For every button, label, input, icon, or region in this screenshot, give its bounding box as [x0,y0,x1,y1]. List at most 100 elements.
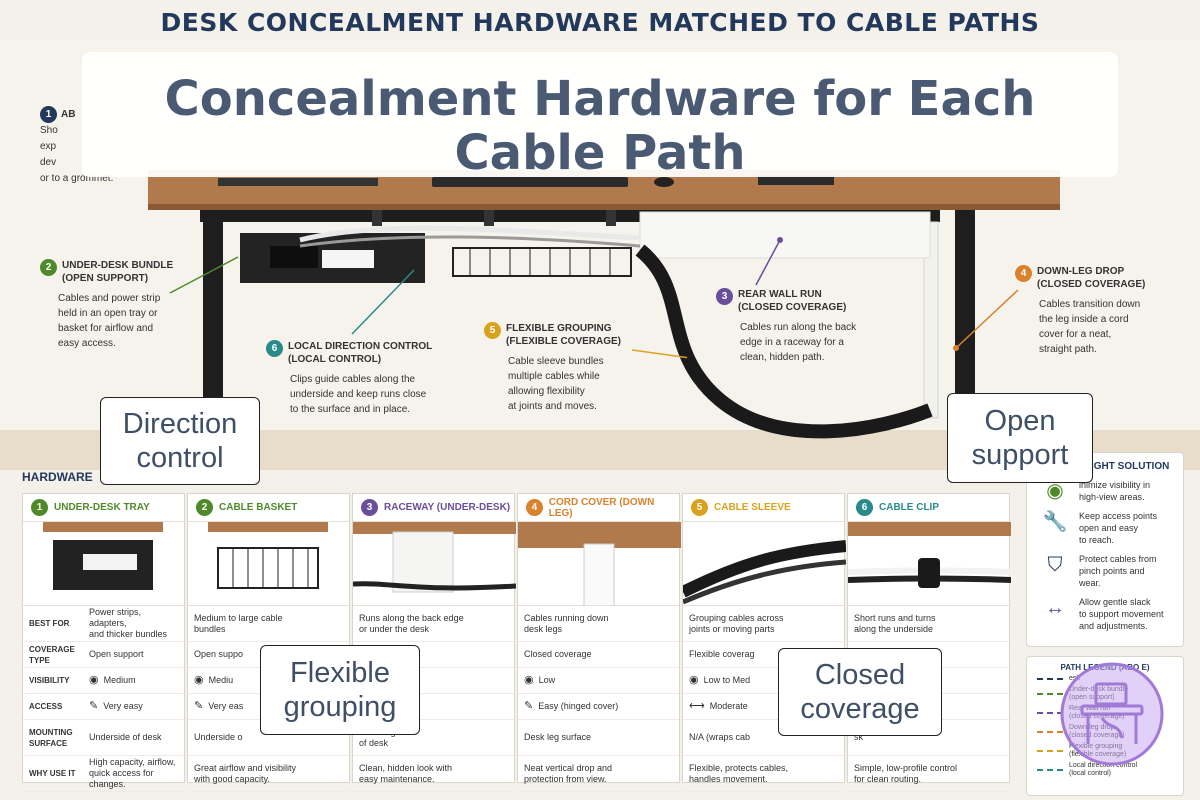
overlay-title: Concealment Hardware for Each Cable Path [164,71,1036,181]
title-overlay: Concealment Hardware for Each Cable Path [82,52,1118,181]
cell-mounting: N/A (wraps cab [683,720,844,756]
column-title: UNDER-DESK TRAY [54,502,150,513]
callout-partial-1: 1 AB Sho exp dev or to a grommet. [40,106,113,187]
row-label: BEST FOR [23,606,85,642]
eye-icon: ◉ [1046,480,1064,502]
column-header: 3 RACEWAY (UNDER-DESK) [353,494,514,522]
callout-title: REAR WALL RUN (CLOSED COVERAGE) [738,289,847,313]
right-solution-panel: IGHT SOLUTION ◉inimize visibility in hig… [1026,452,1184,647]
cell-text: Open support [89,649,144,659]
cell-text: sk [854,732,863,742]
panel-title: IGHT SOLUTION [1091,461,1170,472]
callout-line: exp [40,141,57,152]
column-title: CABLE BASKET [219,502,298,513]
row-label: WHY USE IT [23,756,85,792]
cell-text: Flexible, protects cables, handles movem… [689,762,789,784]
cell-text: Runs along the back edge or under the de… [359,612,464,634]
cord-cover [923,221,939,419]
raceway [639,211,931,259]
callout-number: 2 [40,259,57,276]
cell-text: Power strips, adapters, and thicker bund… [89,607,168,639]
column-image [188,522,349,606]
legend-label: esk [1069,675,1080,682]
cell-mounting: sk [848,720,1009,756]
legend-item: esk [1027,672,1183,683]
column-number: 6 [856,499,873,516]
cell-visibility: ◉Medium [23,668,184,694]
callout-line: dev [40,157,57,168]
row-label: MOUNTING SURFACE [23,720,85,756]
cell-best_for: Grouping cables across joints or moving … [683,606,844,642]
cell-text: Desk leg surface [524,732,592,742]
callout-line: Sho [40,125,58,136]
keyboard [432,177,628,187]
tool-icon: ✎ [194,700,204,712]
row-label: ACCESS [23,694,85,720]
column-number: 2 [196,499,213,516]
column-title: RACEWAY (UNDER-DESK) [384,502,511,513]
cell-access: ✎Very easy [23,694,184,720]
cell-text: Great airflow and visibility with good c… [194,762,297,784]
callout-number: 5 [484,322,501,339]
legend-label: Local direction control (local control) [1069,762,1138,777]
column-image [683,522,846,606]
legend-line [1037,769,1063,771]
callout-desc: Cables and power strip held in an open t… [58,293,161,349]
arrows-icon: ↔ [1045,597,1065,619]
cable-basket [452,247,632,277]
hardware-column-raceway: 3 RACEWAY (UNDER-DESK) Runs along the back… [352,493,516,792]
callout-title: FLEXIBLE GROUPING (FLEXIBLE COVERAGE) [506,323,622,347]
tip-text: Keep access points open and easy to reac… [1079,511,1158,545]
callout-title: AB [61,109,76,120]
cell-access: ⟷Moderate [683,694,844,720]
cell-text: Open suppo [194,649,244,659]
callout-number: 6 [266,340,283,357]
column-number: 3 [361,499,378,516]
cell-why: High capacity, airflow, quick access for… [23,756,184,792]
cell-why: Great airflow and visibility with good c… [188,756,349,792]
sticker-flexible-grouping: Flexible grouping [260,645,420,735]
cell-text: Neat vertical drop and protection from v… [524,762,613,784]
cell-text: Cables running down desk legs [524,612,609,634]
cell-text: Underside o [194,732,243,742]
mouse [654,177,674,187]
callout-title: UNDER-DESK BUNDLE (OPEN SUPPORT) [62,260,174,284]
sticker-text: Flexible grouping [283,657,397,723]
cell-why: Clean, hidden look with easy maintenance… [353,756,514,792]
legend-line [1037,693,1063,695]
sticker-closed-coverage: Closed coverage [778,648,942,736]
cell-best_for: Short runs and turns along the underside [848,606,1009,642]
callout-number: 4 [1015,265,1032,282]
callout-title: LOCAL DIRECTION CONTROL (LOCAL CONTROL) [288,341,433,365]
tip-item: ↔ Allow gentle slack to support movement … [1027,589,1183,632]
tip-text: Allow gentle slack to support movement a… [1079,597,1164,631]
column-image [353,522,516,606]
cell-coverage: Closed coverage [518,642,679,668]
hardware-column-basket: 2 CABLE BASKET Medium to large cable bundl… [187,493,350,792]
cell-best_for: Medium to large cable bundles [188,606,349,642]
cell-text: Clean, hidden look with easy maintenance… [359,762,453,784]
cell-text: Mediu [208,675,234,685]
callout-number: 1 [40,106,57,123]
cell-text: N/A (wraps cab [689,732,751,742]
cell-text: High capacity, airflow, quick access for… [89,757,176,789]
column-number: 5 [691,499,708,516]
legend-line [1037,750,1063,752]
table-title: HARDWARE [22,470,93,484]
eye-icon: ◉ [689,674,699,686]
sticker-direction-control: Direction control [100,397,260,485]
callout-title: DOWN-LEG DROP (CLOSED COVERAGE) [1037,266,1146,290]
callout-desc: Cable sleeve bundles multiple cables whi… [508,356,604,412]
cell-text: Simple, low-profile control for clean ro… [854,762,958,784]
cell-visibility: ◉Low to Med [683,668,844,694]
column-image [23,522,184,606]
callout-line: or to a grommet. [40,173,114,184]
